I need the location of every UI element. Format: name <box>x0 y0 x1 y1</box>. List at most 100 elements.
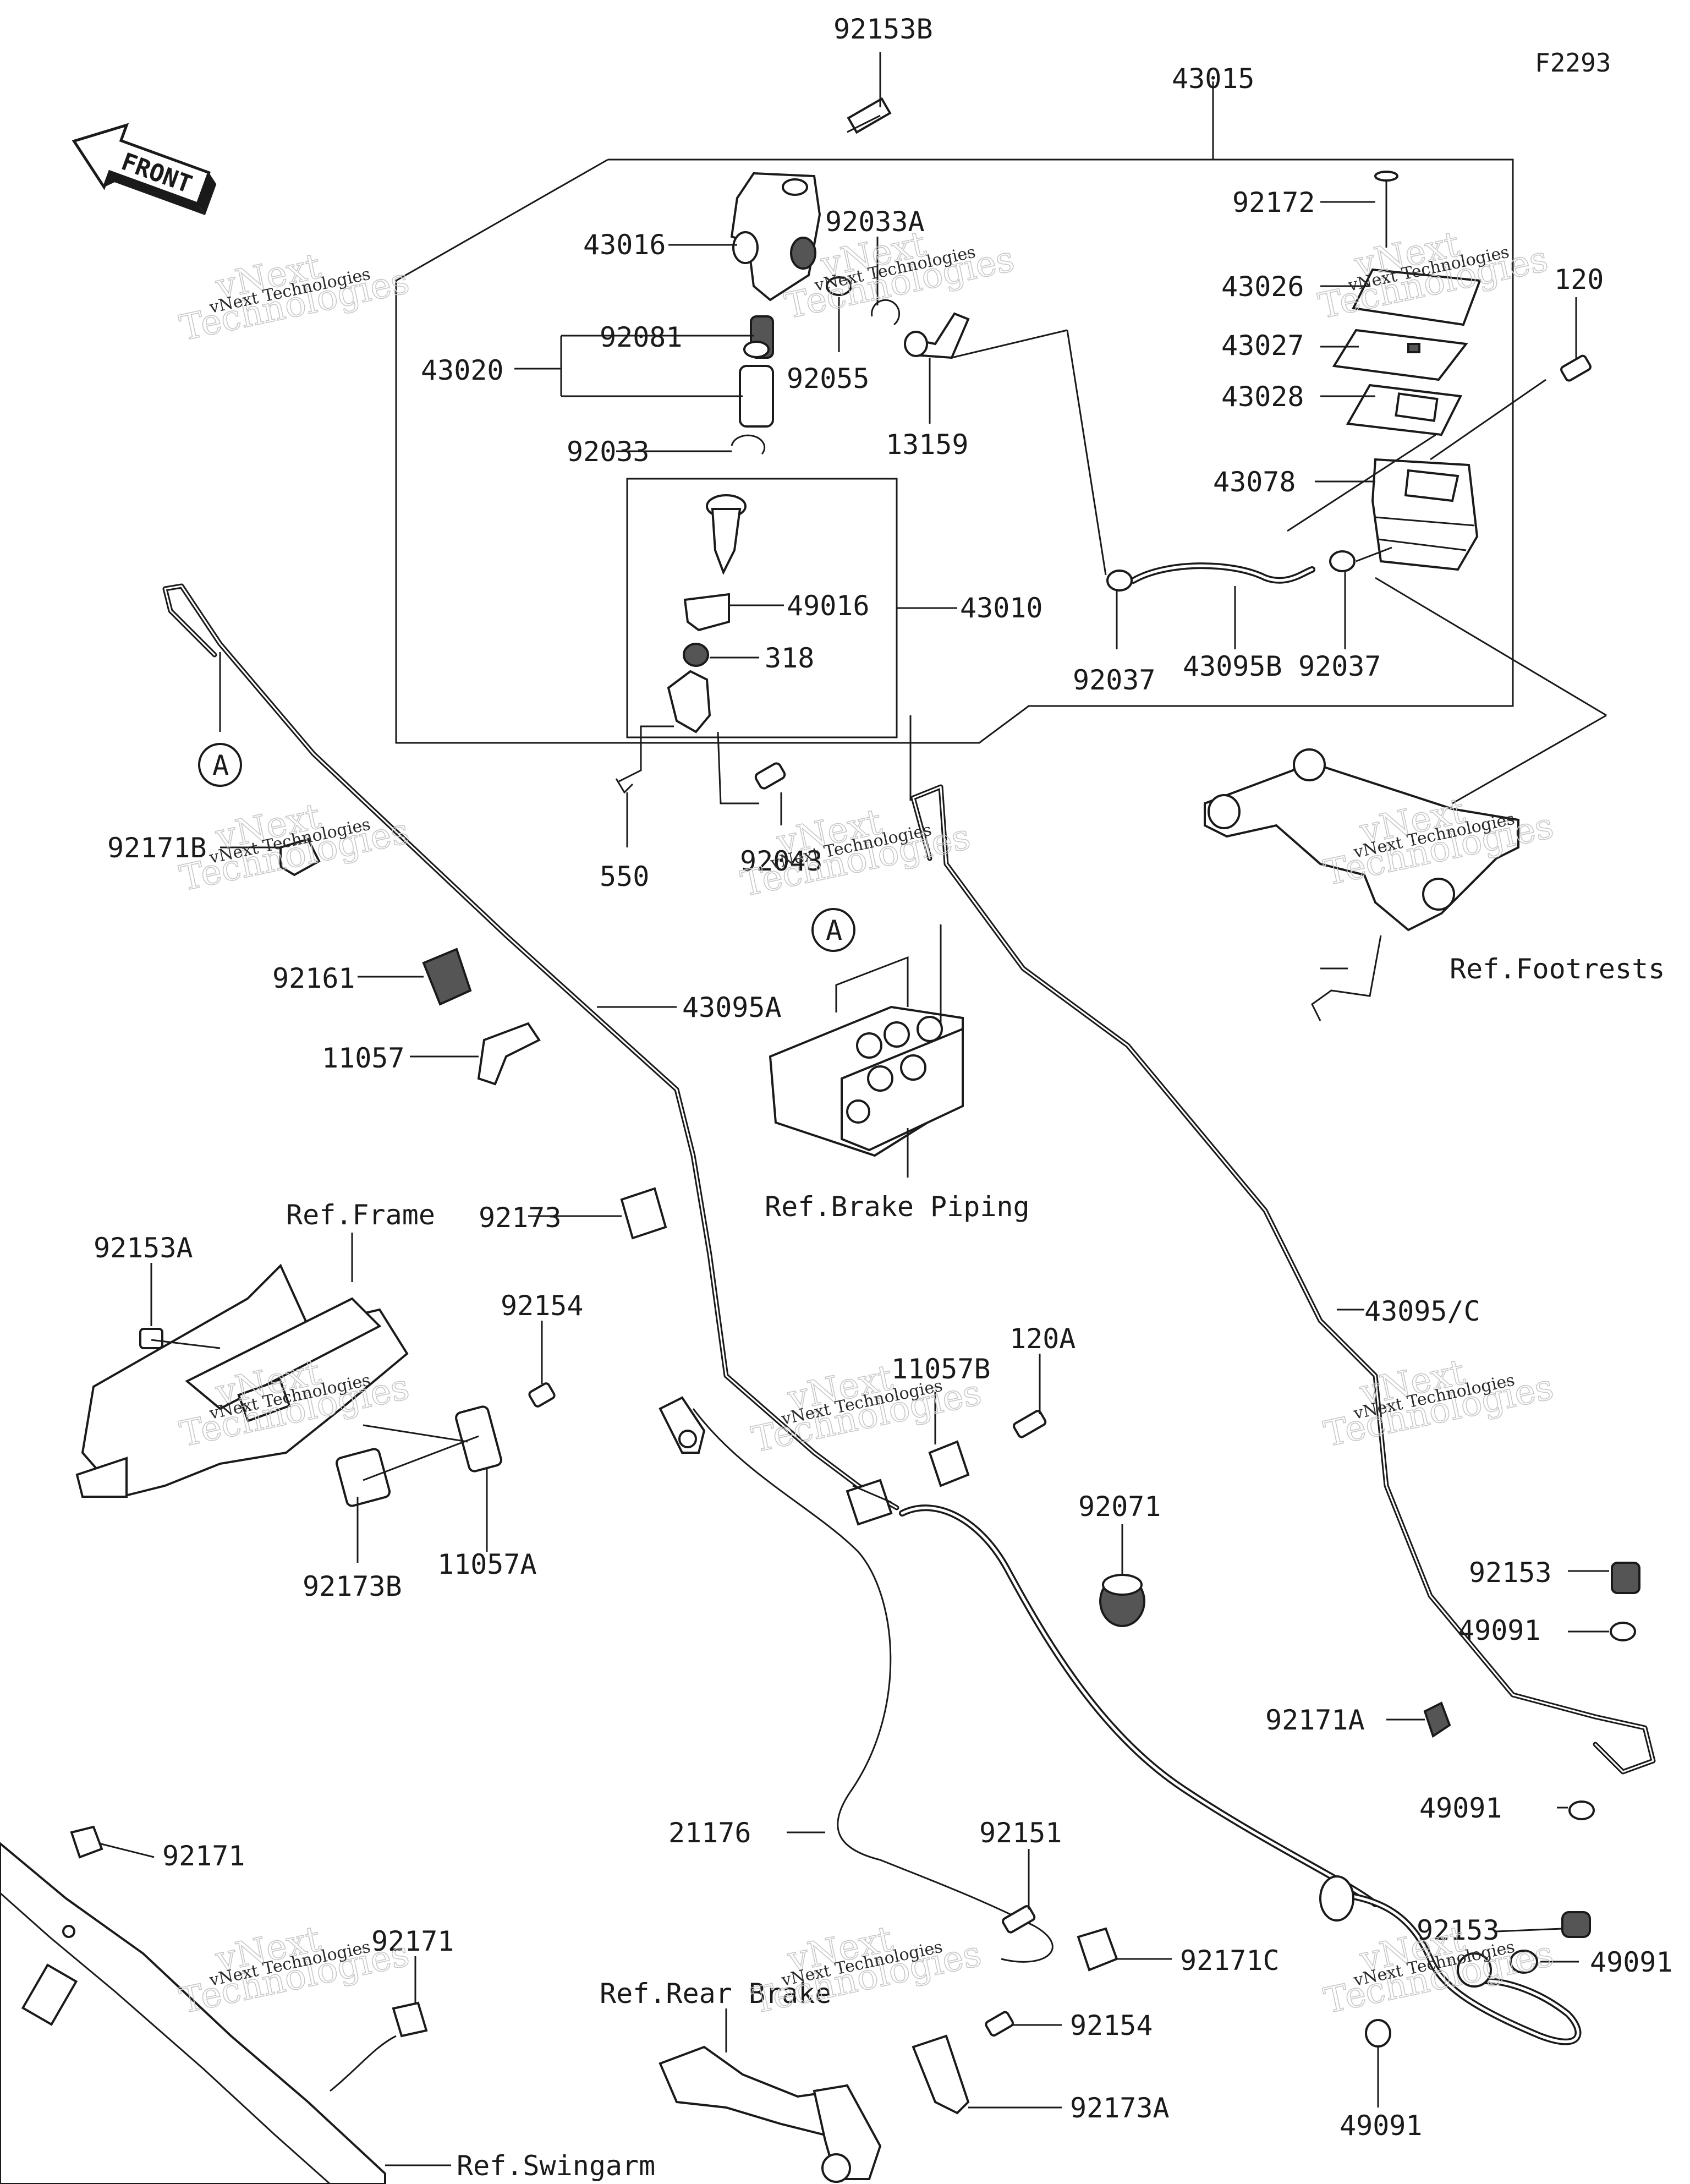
label-92037-right: 92037 <box>1298 650 1381 682</box>
label-92033: 92033 <box>567 436 650 468</box>
ref-swingarm: Ref.Swingarm <box>457 2150 655 2182</box>
label-120A: 120A <box>1009 1323 1076 1355</box>
reservoir-43078 <box>1371 458 1479 571</box>
label-92153-bottom: 92153 <box>1417 1914 1500 1946</box>
label-92171C: 92171C <box>1180 1945 1280 1977</box>
oring-92055 <box>826 276 852 296</box>
bolt-92154-top <box>528 1382 556 1408</box>
circlip-92033A <box>871 299 900 326</box>
watermark-9: vNext Technologies vNext Technologies <box>1320 1351 1557 1455</box>
clamp-11057A <box>455 1405 502 1473</box>
switch-wire <box>692 1408 1053 1963</box>
grommet-92171A <box>1423 1701 1451 1738</box>
banjo-fitting <box>1457 1952 1492 1988</box>
label-92043: 92043 <box>740 845 823 877</box>
bolt-92151 <box>1002 1905 1036 1934</box>
label-49091-3: 49091 <box>1590 1946 1673 1978</box>
label-21176: 21176 <box>668 1817 751 1849</box>
rear-brake-pedal <box>659 2045 882 2183</box>
label-92037-left: 92037 <box>1073 664 1156 696</box>
label-43095C: 43095/C <box>1364 1295 1480 1327</box>
label-318: 318 <box>765 642 814 674</box>
label-43028: 43028 <box>1221 381 1304 413</box>
boot-49016 <box>683 593 730 632</box>
label-92151: 92151 <box>979 1817 1062 1849</box>
label-120: 120 <box>1554 264 1604 295</box>
watermark-10: vNext Technologies vNext Technologies <box>176 1918 413 2022</box>
label-92161: 92161 <box>272 962 355 994</box>
label-11057B: 11057B <box>891 1353 991 1385</box>
clamp-92037-right <box>1329 550 1356 572</box>
diagram-code: F2293 <box>1535 48 1611 78</box>
label-43078: 43078 <box>1213 466 1296 498</box>
label-92154-top: 92154 <box>501 1290 584 1322</box>
washer-49091-1 <box>1610 1622 1636 1641</box>
washer-49091-4 <box>1365 2019 1391 2048</box>
pin-92043 <box>754 762 786 790</box>
label-13159: 13159 <box>886 429 969 461</box>
label-92172: 92172 <box>1232 187 1315 218</box>
label-92173B: 92173B <box>303 1570 402 1602</box>
pin-550 <box>618 725 674 782</box>
label-43027: 43027 <box>1221 330 1304 362</box>
brake-light-switch <box>659 1396 706 1454</box>
label-11057: 11057 <box>322 1042 405 1074</box>
bolt-92153-bottom <box>1561 1911 1591 1938</box>
label-11057A: 11057A <box>437 1548 537 1580</box>
label-92171A: 92171A <box>1265 1704 1365 1736</box>
pipe-clamp <box>846 1479 893 1526</box>
bolt-92153B <box>847 97 892 134</box>
label-43095B: 43095B <box>1183 650 1282 682</box>
abs-unit <box>769 1005 964 1157</box>
label-43026: 43026 <box>1221 271 1304 303</box>
clamp-11057B <box>928 1440 970 1487</box>
label-92171B: 92171B <box>107 832 207 864</box>
part-labels: 92153B 43015 43016 92033A 92172 43026 12… <box>94 13 1673 2182</box>
label-43010: 43010 <box>960 592 1043 624</box>
circlip-92033 <box>731 434 766 455</box>
label-92171-a: 92171 <box>162 1840 245 1872</box>
ref-footrests: Ref.Footrests <box>1450 953 1665 985</box>
callout-a-abs: A <box>826 915 842 946</box>
clamp-92173B <box>335 1448 391 1507</box>
frame-bracket <box>75 1263 409 1498</box>
bolt-92153A <box>139 1328 163 1349</box>
clamp-92173 <box>620 1187 667 1240</box>
label-92081: 92081 <box>600 321 683 353</box>
bolt-92154-bottom <box>985 2011 1014 2037</box>
label-92071: 92071 <box>1078 1491 1161 1523</box>
label-92154-bottom: 92154 <box>1070 2010 1153 2041</box>
washer-49091-2 <box>1568 1800 1595 1820</box>
label-43016: 43016 <box>583 229 666 261</box>
label-92055: 92055 <box>787 363 870 395</box>
clamp-11057 <box>477 1022 541 1086</box>
washer-49091-3 <box>1510 1950 1538 1974</box>
callout-a-left: A <box>212 749 229 781</box>
nut-318 <box>683 643 709 667</box>
watermark-1: vNext Technologies vNext Technologies <box>176 245 413 349</box>
label-92153-top: 92153 <box>1469 1557 1552 1589</box>
ref-brake-piping: Ref.Brake Piping <box>765 1191 1030 1223</box>
assembly-43015-outline <box>395 158 1514 744</box>
grommet-92171C <box>1077 1927 1118 1972</box>
grommet-92171-b <box>392 2001 428 2038</box>
watermark-11: vNext Technologies vNext Technologies <box>748 1918 985 2022</box>
clamp-92037-left <box>1106 570 1133 592</box>
swingarm <box>0 1842 386 2184</box>
grommet-92171B <box>279 838 321 877</box>
label-92173: 92173 <box>479 1202 562 1234</box>
label-43015: 43015 <box>1172 63 1255 95</box>
label-43020: 43020 <box>421 354 504 386</box>
ref-frame: Ref.Frame <box>286 1199 435 1231</box>
plate-43027 <box>1332 329 1468 381</box>
footrest-bracket <box>1204 748 1519 1021</box>
brake-pipe-43095C <box>910 784 1656 1775</box>
label-92171-b: 92171 <box>371 1925 454 1957</box>
cap-43026 <box>1351 268 1482 326</box>
label-49091-4: 49091 <box>1340 2110 1423 2142</box>
bolt-120 <box>1560 354 1592 382</box>
master-cylinder-body <box>730 172 821 302</box>
grommet-92161 <box>422 948 472 1006</box>
label-49091-2: 49091 <box>1419 1792 1502 1824</box>
